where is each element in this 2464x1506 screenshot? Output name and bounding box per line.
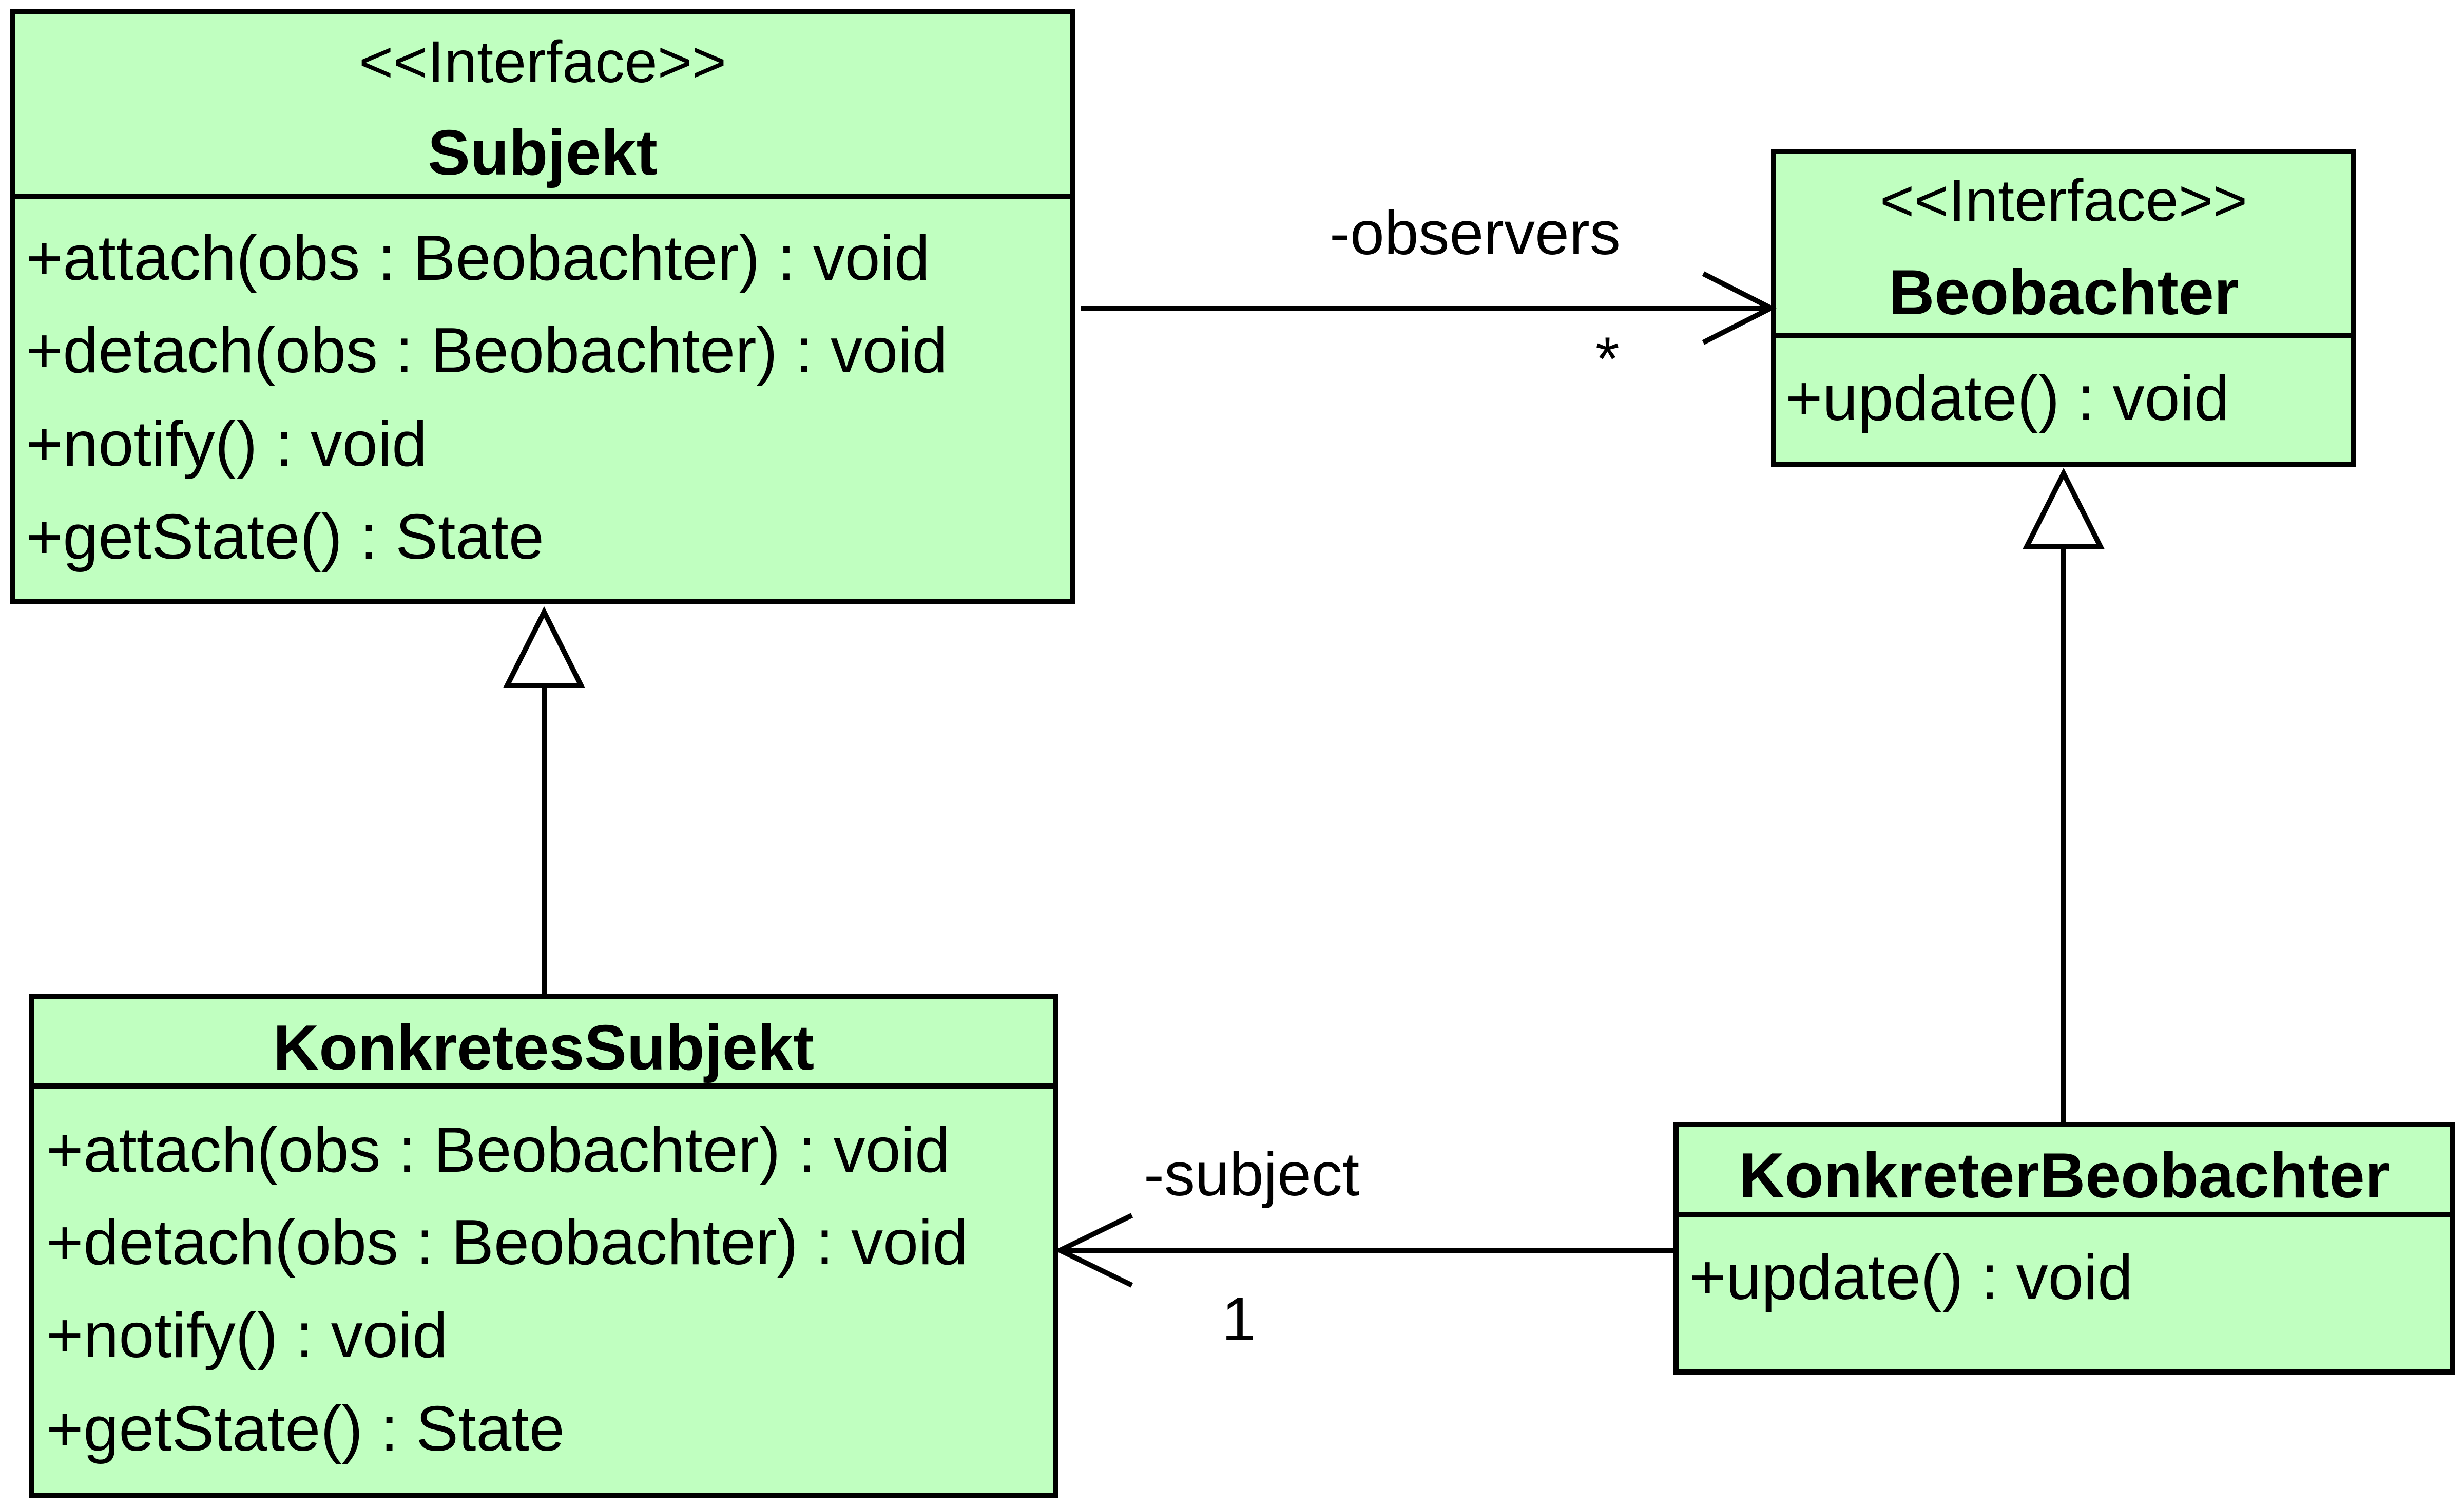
- class-konkretes-subjekt-operation: +notify() : void: [46, 1300, 448, 1371]
- association-subject: -subject 1: [1054, 1140, 1676, 1354]
- class-konkreter-beobachter-operation: +update() : void: [1689, 1242, 2133, 1313]
- class-konkretes-subjekt[interactable]: KonkretesSubjekt +attach(obs : Beobachte…: [29, 994, 1058, 1498]
- class-subjekt-operation: +attach(obs : Beobachter) : void: [26, 223, 930, 294]
- realization-konkretes-subjekt-triangle: [503, 606, 586, 688]
- class-konkretes-subjekt-operation: +attach(obs : Beobachter) : void: [46, 1115, 950, 1186]
- association-observers-role: -observers: [1330, 199, 1621, 268]
- class-beobachter[interactable]: <<Interface>> Beobachter +update() : voi…: [1771, 149, 2356, 467]
- realization-konkreter-beobachter-triangle: [2022, 467, 2105, 549]
- class-subjekt-box: [10, 9, 1075, 604]
- class-beobachter-operation: +update() : void: [1785, 363, 2229, 434]
- class-subjekt[interactable]: <<Interface>> Subjekt +attach(obs : Beob…: [10, 9, 1075, 604]
- class-beobachter-stereotype: <<Interface>>: [1880, 168, 2247, 234]
- class-subjekt-operation: +getState() : State: [26, 502, 544, 573]
- class-beobachter-name: Beobachter: [1889, 257, 2239, 328]
- realization-konkretes-subjekt: [503, 606, 586, 996]
- association-subject-role: -subject: [1144, 1140, 1359, 1209]
- class-konkreter-beobachter-name: KonkreterBeobachter: [1739, 1140, 2390, 1211]
- association-observers-arrowhead: [1702, 271, 1777, 345]
- class-subjekt-stereotype: <<Interface>>: [359, 29, 726, 95]
- association-observers: -observers *: [1081, 199, 1777, 393]
- class-subjekt-operation: +detach(obs : Beobachter) : void: [26, 315, 948, 386]
- class-konkreter-beobachter-box: [1673, 1122, 2455, 1375]
- association-subject-arrowhead: [1054, 1213, 1133, 1288]
- class-subjekt-name: Subjekt: [428, 118, 658, 188]
- association-observers-multiplicity: *: [1595, 325, 1620, 393]
- class-beobachter-box: [1771, 149, 2356, 467]
- class-konkretes-subjekt-operation: +detach(obs : Beobachter) : void: [46, 1207, 968, 1278]
- class-subjekt-operation: +notify() : void: [26, 409, 427, 480]
- class-konkreter-beobachter[interactable]: KonkreterBeobachter +update() : void: [1673, 1122, 2455, 1375]
- realization-konkreter-beobachter: [2022, 467, 2105, 1124]
- class-konkretes-subjekt-name: KonkretesSubjekt: [273, 1013, 814, 1083]
- association-subject-multiplicity: 1: [1222, 1285, 1256, 1354]
- class-konkretes-subjekt-box: [29, 994, 1058, 1498]
- class-konkretes-subjekt-operation: +getState() : State: [46, 1394, 565, 1464]
